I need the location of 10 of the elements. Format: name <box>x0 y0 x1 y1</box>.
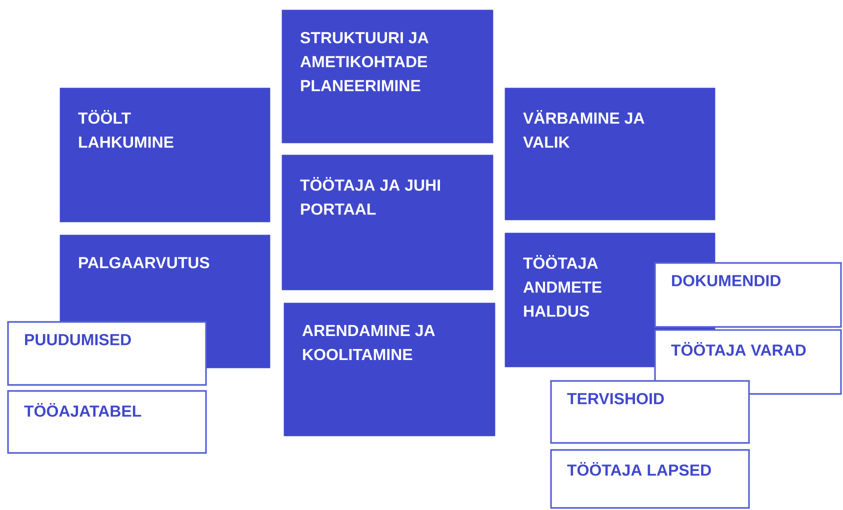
process-box: ARENDAMINE JA KOOLITAMINE <box>284 302 496 436</box>
process-box: TÖÖLT LAHKUMINE <box>60 88 270 222</box>
sub-process-box: TÖÖTAJA LAPSED <box>550 449 750 509</box>
process-box: STRUKTUURI JA AMETIKOHTADE PLANEERIMINE <box>282 10 494 144</box>
process-box: TÖÖTAJA JA JUHI PORTAAL <box>282 154 494 290</box>
sub-process-box: TÖÖAJATABEL <box>7 390 207 454</box>
sub-process-box: PUUDUMISED <box>7 321 207 386</box>
sub-process-box: TERVISHOID <box>550 380 750 444</box>
sub-process-box: DOKUMENDID <box>654 262 842 328</box>
process-box: VÄRBAMINE JA VALIK <box>504 88 716 220</box>
